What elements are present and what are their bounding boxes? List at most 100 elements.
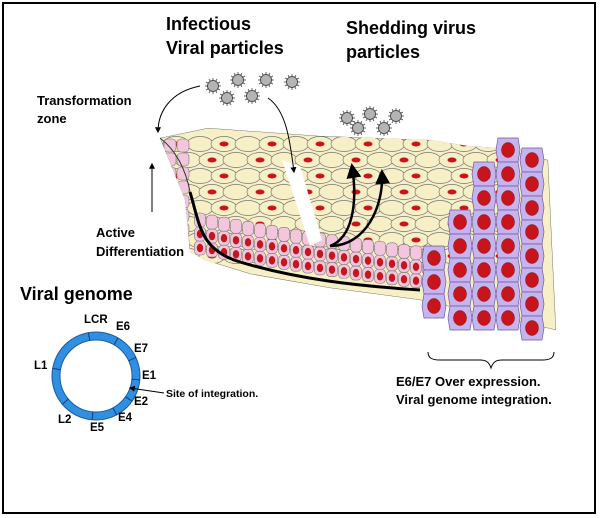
cell-nucleus xyxy=(280,258,288,267)
cell-nucleus xyxy=(244,238,252,247)
cell-nucleus xyxy=(351,157,361,163)
cell-nucleus xyxy=(525,272,539,288)
basal-cell xyxy=(350,251,362,267)
genome-label-e1: E1 xyxy=(142,370,157,382)
genome-label-l2: L2 xyxy=(58,414,71,426)
cell-nucleus xyxy=(352,254,360,264)
viral-genome-ring-fill xyxy=(52,332,140,420)
superficial-cell xyxy=(318,184,346,200)
shedding-label-line1: Shedding virus xyxy=(346,18,476,38)
infection-arrow xyxy=(155,85,201,134)
cell-nucleus xyxy=(411,237,421,243)
cell-nucleus xyxy=(256,254,264,263)
superficial-cell xyxy=(366,152,394,168)
cell-nucleus xyxy=(501,190,515,206)
cell-nucleus xyxy=(364,270,372,279)
genome-label-e4: E4 xyxy=(118,412,133,424)
superficial-cell xyxy=(198,184,226,200)
lesion-cell xyxy=(519,147,545,173)
genome-region-tick xyxy=(52,367,61,371)
genome-region-tick xyxy=(112,407,118,416)
cell-nucleus xyxy=(232,250,240,259)
cell-nucleus xyxy=(352,268,360,278)
cell-nucleus xyxy=(525,176,539,192)
lesion-cell xyxy=(421,293,447,319)
cell-nucleus xyxy=(219,205,229,211)
basal-cell xyxy=(278,255,290,270)
cell-nucleus xyxy=(447,189,457,195)
basal-cell xyxy=(266,239,278,254)
superficial-cell xyxy=(186,168,214,184)
basal-cell xyxy=(338,250,350,265)
cell-nucleus xyxy=(525,320,539,336)
superficial-cell xyxy=(330,136,358,152)
cell-nucleus xyxy=(477,238,491,254)
basal-cell xyxy=(206,214,218,230)
cell-nucleus xyxy=(315,205,325,211)
cell-nucleus xyxy=(267,173,277,179)
lesion-cell xyxy=(421,269,447,295)
cell-nucleus xyxy=(477,190,491,206)
virus-particle xyxy=(230,72,246,88)
lesion-cell xyxy=(447,209,473,235)
lesion-cell xyxy=(471,233,497,259)
entry-arrow xyxy=(267,97,297,174)
cell-nucleus xyxy=(477,262,491,278)
cell-nucleus xyxy=(232,236,240,245)
over-expression-label-line1: E6/E7 Over expression. xyxy=(396,374,541,389)
cell-nucleus xyxy=(501,142,515,158)
cell-nucleus xyxy=(303,157,313,163)
cell-nucleus xyxy=(219,173,229,179)
basal-cell xyxy=(266,225,278,240)
lesion-cell xyxy=(471,257,497,283)
infectious-label-line1: Infectious xyxy=(166,14,251,34)
superficial-cell xyxy=(306,168,334,184)
virus-particle xyxy=(339,110,355,126)
lesion-cell xyxy=(495,161,521,187)
genome-label-lcr: LCR xyxy=(84,314,108,326)
basal-cell xyxy=(398,272,410,287)
basal-cell xyxy=(314,246,326,262)
integration-site-arrow xyxy=(128,385,165,394)
basal-cell xyxy=(374,268,386,284)
basal-cell xyxy=(410,245,422,261)
cell-nucleus xyxy=(219,141,229,147)
cell-nucleus xyxy=(411,141,421,147)
lesion-cell xyxy=(495,185,521,211)
cell-nucleus xyxy=(316,263,324,273)
cell-nucleus xyxy=(351,189,361,195)
basement-membrane xyxy=(188,191,421,292)
superficial-cell xyxy=(426,168,454,184)
virus-particles xyxy=(205,72,404,136)
superficial-cell xyxy=(210,136,238,152)
superficial-cell xyxy=(402,200,430,216)
superficial-cell xyxy=(390,152,418,168)
cell-nucleus xyxy=(340,267,348,276)
cell-nucleus xyxy=(364,256,372,265)
cell-nucleus xyxy=(399,157,409,163)
cell-nucleus xyxy=(256,240,264,249)
basal-cell xyxy=(163,138,177,153)
cell-nucleus xyxy=(340,253,348,262)
cell-nucleus xyxy=(388,273,396,282)
cell-nucleus xyxy=(453,262,467,278)
genome-region-tick xyxy=(131,378,140,381)
lesion-cell xyxy=(421,245,447,271)
superficial-cell xyxy=(222,184,250,200)
virus-particle xyxy=(205,78,221,94)
lesion-cell xyxy=(519,315,545,341)
cell-nucleus xyxy=(220,234,228,243)
cell-nucleus xyxy=(268,242,276,251)
virus-particle xyxy=(350,120,366,136)
superficial-cell xyxy=(438,184,466,200)
basal-cell xyxy=(194,240,206,256)
lesion-cell xyxy=(495,209,521,235)
cell-nucleus xyxy=(411,205,421,211)
basal-cell xyxy=(314,260,326,276)
cell-nucleus xyxy=(388,259,396,268)
virus-particle xyxy=(244,88,260,104)
cell-nucleus xyxy=(267,141,277,147)
basal-cell xyxy=(386,256,398,272)
lesion-cell xyxy=(447,281,473,307)
